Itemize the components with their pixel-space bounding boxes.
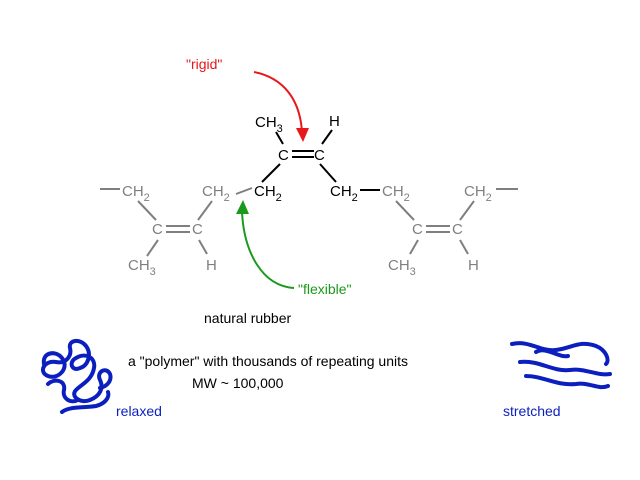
caption-molecular-weight: MW ~ 100,000 — [192, 375, 284, 391]
hydrogen-atom: H — [206, 257, 217, 274]
single-bond — [319, 163, 337, 183]
rigid-callout: "rigid" — [186, 56, 309, 142]
methyl-bond — [146, 239, 159, 257]
flexible-callout: "flexible" — [236, 200, 352, 297]
rigid-label: "rigid" — [186, 56, 222, 72]
chain-bond — [235, 187, 253, 195]
single-bond — [197, 200, 213, 221]
rigid-arrow — [253, 71, 303, 133]
extended-chain-icon — [510, 341, 612, 390]
single-bond — [137, 200, 157, 221]
flexible-arrowhead-icon — [236, 200, 249, 214]
methyl-bond — [409, 239, 419, 255]
methyl-bond — [275, 131, 284, 145]
hydrogen-bond — [198, 239, 208, 255]
ch2-group: CH2 — [382, 183, 410, 204]
left-repeat-unit: CH2 C C CH3 H CH2 — [100, 183, 253, 278]
ch3-group: CH3 — [255, 114, 283, 135]
ch3-group: CH3 — [388, 257, 416, 278]
ch2-group: CH2 — [464, 183, 492, 204]
hydrogen-bond — [459, 239, 469, 255]
single-bond — [459, 200, 475, 221]
flexible-label: "flexible" — [298, 281, 352, 297]
ch2-group: CH2 — [202, 183, 230, 204]
hydrogen-atom: H — [468, 257, 479, 274]
flexible-arrow — [241, 211, 295, 289]
caption-description: a "polymer" with thousands of repeating … — [128, 353, 408, 369]
hydrogen-atom: H — [329, 113, 340, 130]
carbon-atom: C — [278, 147, 289, 164]
single-bond — [261, 163, 281, 183]
ch2-group: CH2 — [254, 183, 282, 204]
caption-title: natural rubber — [204, 310, 292, 326]
ch3-group: CH3 — [128, 257, 156, 278]
carbon-atom: C — [452, 221, 463, 238]
hydrogen-bond — [321, 129, 333, 145]
rigid-arrowhead-icon — [296, 128, 309, 142]
right-repeat-unit: CH2 C C CH3 H CH2 — [382, 183, 518, 278]
carbon-atom: C — [152, 221, 163, 238]
relaxed-label: relaxed — [116, 403, 162, 419]
single-bond — [395, 200, 415, 221]
carbon-atom: C — [412, 221, 423, 238]
tangled-chain-icon — [40, 339, 113, 414]
ch2-group: CH2 — [122, 183, 150, 204]
center-repeat-unit: CH2 C C CH3 H CH2 — [254, 113, 380, 204]
ch2-group: CH2 — [330, 183, 358, 204]
caption: natural rubber a "polymer" with thousand… — [128, 310, 408, 391]
carbon-atom: C — [314, 147, 325, 164]
carbon-atom: C — [192, 221, 203, 238]
stretched-label: stretched — [503, 403, 561, 419]
